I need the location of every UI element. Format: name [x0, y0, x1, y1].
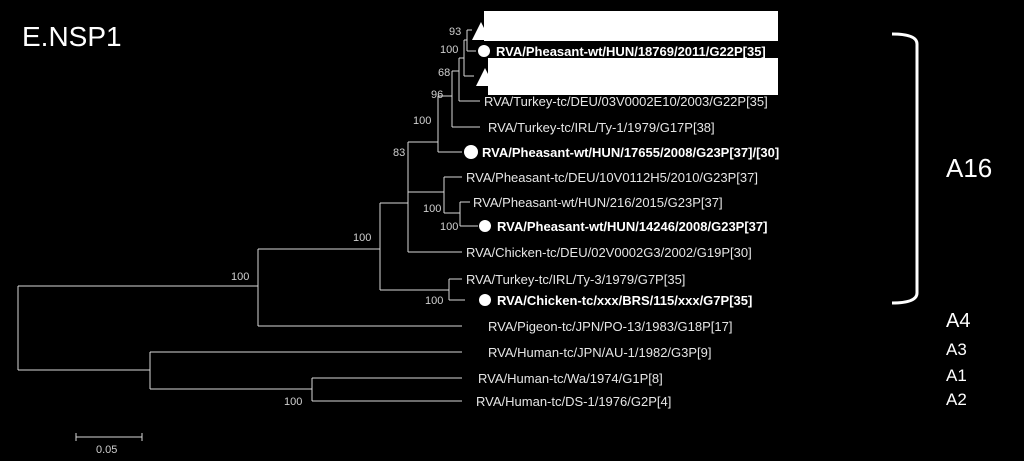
- leaf-label: RVA/Human-tc/JPN/AU-1/1982/G3P[9]: [488, 345, 712, 360]
- bootstrap-value: 100: [284, 396, 302, 408]
- bootstrap-value: 83: [393, 147, 405, 159]
- triangle-marker-icon: [472, 22, 490, 40]
- bootstrap-value: 100: [440, 221, 458, 233]
- scale-bar: 0.05: [75, 433, 143, 456]
- bootstrap-value: 100: [413, 115, 431, 127]
- clade-label-a3: A3: [946, 340, 967, 359]
- leaf-labels: RVA/Pheasant-wt/HUN/18769/2011/G22P[35] …: [466, 44, 779, 409]
- redacted-label-box-2: [488, 58, 778, 95]
- bootstrap-value: 96: [431, 89, 443, 101]
- leaf-label: RVA/Pheasant-tc/DEU/10V0112H5/2010/G23P[…: [466, 170, 758, 185]
- leaf-label: RVA/Pigeon-tc/JPN/PO-13/1983/G18P[17]: [488, 319, 733, 334]
- triangle-marker-icon: [476, 68, 494, 86]
- leaf-label: RVA/Chicken-tc/DEU/02V0002G3/2002/G19P[3…: [466, 245, 752, 260]
- leaf-label: RVA/Chicken-tc/xxx/BRS/115/xxx/G7P[35]: [497, 293, 752, 308]
- panel-title: E.NSP1: [22, 21, 122, 52]
- leaf-label: RVA/Turkey-tc/IRL/Ty-1/1979/G17P[38]: [488, 120, 715, 135]
- leaf-label: RVA/Human-tc/DS-1/1976/G2P[4]: [476, 394, 671, 409]
- tree-branches: [17, 29, 480, 402]
- bootstrap-value: 100: [423, 203, 441, 215]
- bootstrap-value: 100: [353, 232, 371, 244]
- leaf-label: RVA/Pheasant-wt/HUN/216/2015/G23P[37]: [473, 195, 723, 210]
- bootstrap-value: 68: [438, 67, 450, 79]
- bootstrap-value: 100: [440, 44, 458, 56]
- bootstrap-value: 100: [425, 295, 443, 307]
- leaf-label: RVA/Turkey-tc/DEU/03V0002E10/2003/G22P[3…: [484, 94, 768, 109]
- clade-label-a1: A1: [946, 366, 967, 385]
- clade-label-a4: A4: [946, 310, 970, 332]
- circle-marker-icon: [479, 220, 491, 232]
- bootstrap-values: 93 100 68 96 100 83 100 100 100 100 100 …: [231, 26, 461, 408]
- leaf-label: RVA/Human-tc/Wa/1974/G1P[8]: [478, 371, 663, 386]
- leaf-label: RVA/Pheasant-wt/HUN/17655/2008/G23P[37]/…: [482, 145, 779, 160]
- clade-label-a16: A16: [946, 153, 992, 183]
- bootstrap-value: 100: [231, 271, 249, 283]
- leaf-label: RVA/Pheasant-wt/HUN/18769/2011/G22P[35]: [496, 44, 766, 59]
- bootstrap-value: 93: [449, 26, 461, 38]
- redacted-label-box-1: [484, 11, 778, 41]
- clade-bracket-a16: [891, 32, 919, 305]
- leaf-label: RVA/Pheasant-wt/HUN/14246/2008/G23P[37]: [497, 219, 767, 234]
- clade-label-a2: A2: [946, 390, 967, 409]
- scale-bar-label: 0.05: [96, 444, 117, 456]
- circle-marker-icon: [464, 145, 478, 159]
- scale-bar-line: [75, 433, 143, 441]
- leaf-label: RVA/Turkey-tc/IRL/Ty-3/1979/G7P[35]: [466, 272, 685, 287]
- circle-marker-icon: [479, 294, 491, 306]
- circle-marker-icon: [478, 45, 490, 57]
